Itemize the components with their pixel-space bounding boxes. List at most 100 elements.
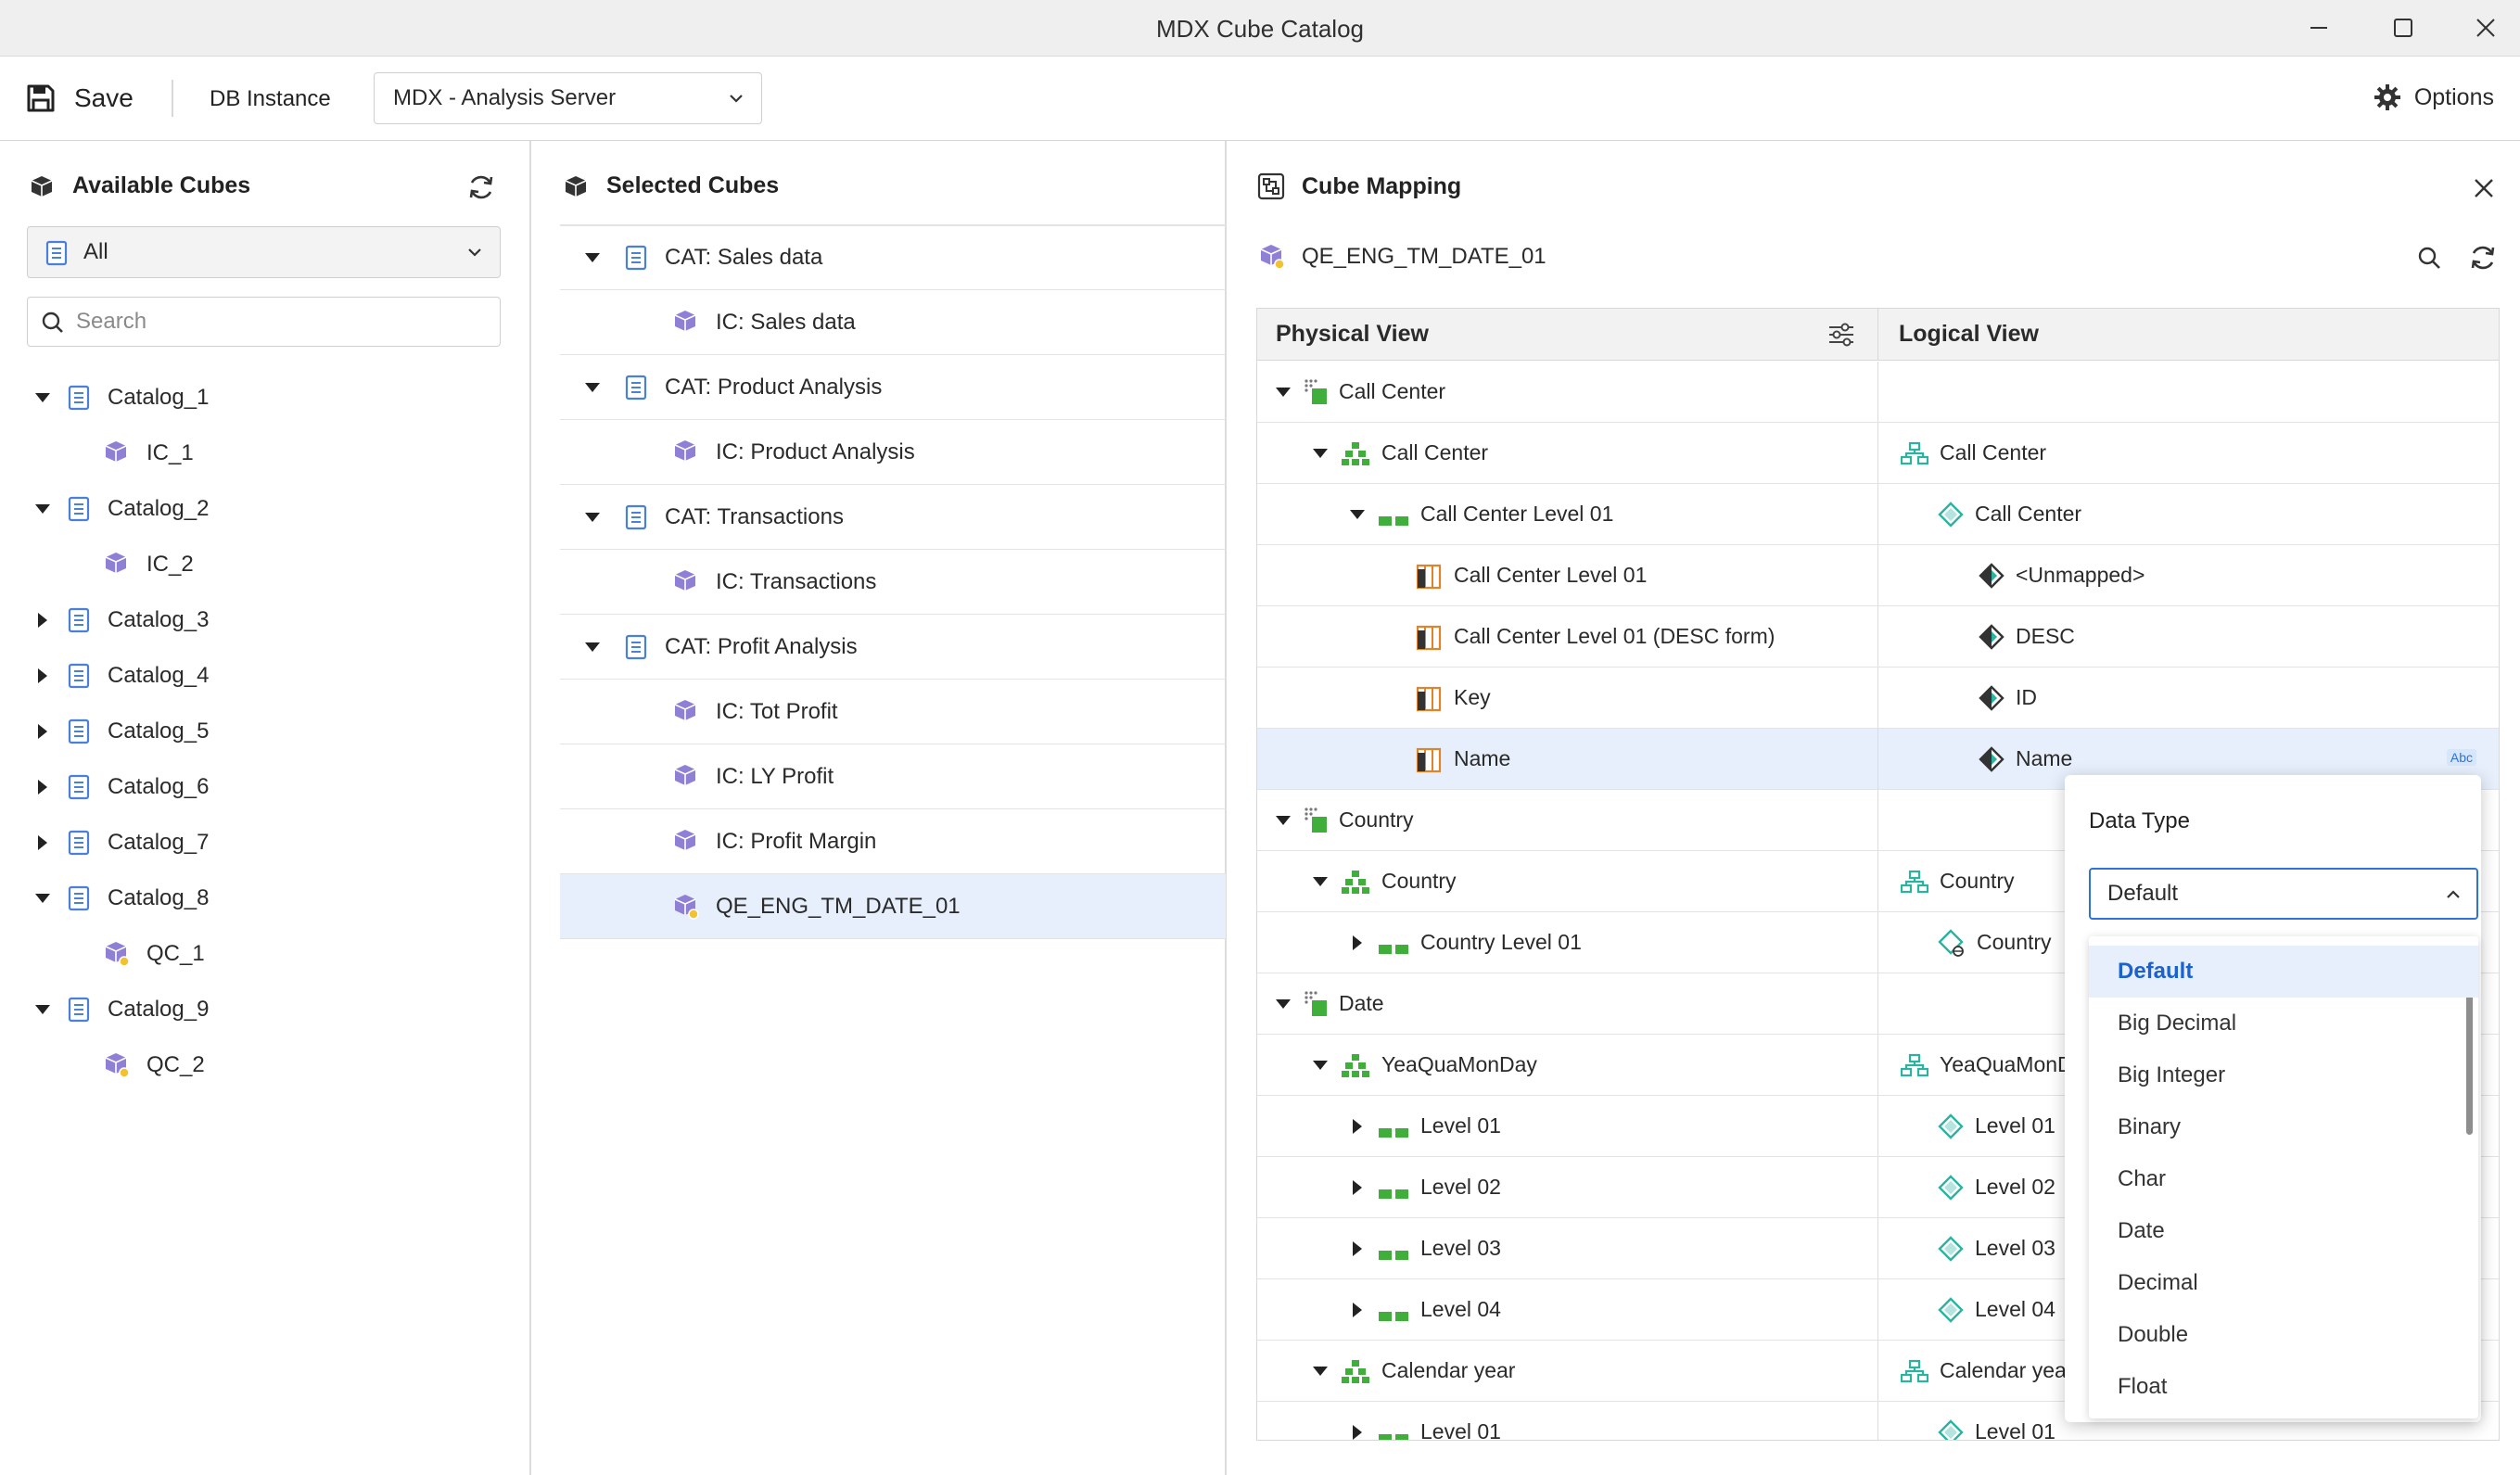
dimension-icon <box>1304 807 1328 834</box>
logical-cell: Call Center <box>1880 423 2499 483</box>
tree-item-catalog[interactable]: Catalog_8 <box>33 880 209 917</box>
selected-cube-row[interactable]: IC: Transactions <box>560 550 1226 615</box>
caret-slot <box>583 383 602 392</box>
mapping-row[interactable]: Call CenterCall Center <box>1257 423 2499 484</box>
data-type-option[interactable]: Double <box>2089 1309 2478 1361</box>
caret-down-icon[interactable] <box>1313 1061 1328 1070</box>
maximize-button[interactable] <box>2384 9 2421 46</box>
db-instance-select[interactable]: MDX - Analysis Server <box>374 72 762 124</box>
data-type-option[interactable]: Decimal <box>2089 1257 2478 1309</box>
caret-down-icon[interactable] <box>35 504 50 514</box>
caret-right-icon[interactable] <box>38 724 47 739</box>
data-type-badge[interactable]: Abc <box>2447 749 2476 766</box>
caret-down-icon[interactable] <box>585 383 600 392</box>
caret-down-icon[interactable] <box>1276 816 1291 825</box>
mapping-row[interactable]: Call Center <box>1257 362 2499 423</box>
selected-catalog-row[interactable]: CAT: Product Analysis <box>560 355 1226 420</box>
tree-item-catalog[interactable]: Catalog_6 <box>33 769 209 806</box>
selected-catalog-row[interactable]: CAT: Profit Analysis <box>560 615 1226 680</box>
tree-item-cube[interactable]: QC_2 <box>104 1047 205 1084</box>
tree-item-catalog[interactable]: Catalog_2 <box>33 490 209 528</box>
minimize-button[interactable] <box>2300 9 2337 46</box>
tree-item-catalog[interactable]: Catalog_9 <box>33 991 209 1028</box>
mapping-refresh-button[interactable] <box>2468 243 2498 279</box>
caret-down-icon[interactable] <box>585 253 600 262</box>
selected-cube-row[interactable]: QE_ENG_TM_DATE_01 <box>560 874 1226 939</box>
data-type-option[interactable]: Default <box>2089 946 2478 998</box>
caret-right-icon[interactable] <box>1353 935 1362 950</box>
caret-down-icon[interactable] <box>585 642 600 652</box>
caret-right-icon[interactable] <box>1353 1180 1362 1195</box>
tree-item-label: Catalog_1 <box>108 385 209 411</box>
caret-right-icon[interactable] <box>1353 1425 1362 1440</box>
data-type-option-label: Decimal <box>2118 1270 2198 1296</box>
close-window-button[interactable] <box>2467 9 2504 46</box>
caret-down-icon[interactable] <box>585 513 600 522</box>
mapping-row[interactable]: KeyID <box>1257 668 2499 729</box>
caret-right-icon[interactable] <box>38 780 47 795</box>
selected-cube-row[interactable]: IC: LY Profit <box>560 744 1226 809</box>
physical-cell: Level 04 <box>1257 1279 1878 1340</box>
data-type-option[interactable]: Char <box>2089 1153 2478 1205</box>
logical-label: DESC <box>2016 624 2075 649</box>
caret-right-icon[interactable] <box>1353 1119 1362 1134</box>
filter-settings-icon[interactable] <box>1826 320 1856 350</box>
mapping-row[interactable]: Call Center Level 01Call Center <box>1257 484 2499 545</box>
tree-item-catalog[interactable]: Catalog_1 <box>33 379 209 416</box>
hierarchy-icon <box>1341 869 1370 895</box>
data-type-option[interactable]: Float <box>2089 1361 2478 1413</box>
logical-level-icon <box>1938 1113 1964 1139</box>
selected-cube-row[interactable]: IC: Profit Margin <box>560 809 1226 874</box>
caret-down-icon[interactable] <box>1313 449 1328 458</box>
caret-down-icon[interactable] <box>35 1005 50 1014</box>
physical-cell: Level 02 <box>1257 1157 1878 1217</box>
selected-catalog-row[interactable]: CAT: Transactions <box>560 485 1226 550</box>
physical-label: Name <box>1454 746 1510 771</box>
mapping-row[interactable]: Call Center Level 01<Unmapped> <box>1257 545 2499 606</box>
panel-divider <box>529 141 531 1475</box>
tree-item-catalog[interactable]: Catalog_7 <box>33 824 209 861</box>
logical-label: Level 02 <box>1975 1175 2055 1200</box>
mapping-row[interactable]: Call Center Level 01 (DESC form)DESC <box>1257 606 2499 668</box>
tree-item-catalog[interactable]: Catalog_4 <box>33 657 209 694</box>
level-icon <box>1378 1181 1409 1194</box>
catalog-filter-select[interactable]: All <box>27 226 501 278</box>
data-type-option[interactable]: Big Integer <box>2089 1049 2478 1101</box>
selected-cube-row[interactable]: IC: Sales data <box>560 290 1226 355</box>
caret-down-icon[interactable] <box>1313 1367 1328 1376</box>
caret-down-icon[interactable] <box>35 894 50 903</box>
data-type-option[interactable]: Binary <box>2089 1101 2478 1153</box>
caret-down-icon[interactable] <box>1350 510 1365 519</box>
data-type-option[interactable]: Date <box>2089 1205 2478 1257</box>
caret-right-icon[interactable] <box>38 613 47 628</box>
selected-cube-row[interactable]: IC: Product Analysis <box>560 420 1226 485</box>
tree-item-cube[interactable]: QC_1 <box>104 935 205 973</box>
tree-item-catalog[interactable]: Catalog_3 <box>33 602 209 639</box>
caret-down-icon[interactable] <box>1276 388 1291 397</box>
tree-item-cube[interactable]: IC_2 <box>104 546 194 583</box>
save-button[interactable]: Save <box>26 80 134 117</box>
caret-slot <box>1274 999 1292 1009</box>
selected-cube-row[interactable]: IC: Tot Profit <box>560 680 1226 744</box>
search-input[interactable]: Search <box>27 297 501 347</box>
tree-item-label: IC_2 <box>146 552 194 578</box>
close-mapping-button[interactable] <box>2470 174 2498 209</box>
tree-item-catalog[interactable]: Catalog_5 <box>33 713 209 750</box>
refresh-available-button[interactable] <box>466 172 496 209</box>
caret-down-icon[interactable] <box>35 393 50 402</box>
caret-slot <box>1274 388 1292 397</box>
caret-down-icon[interactable] <box>1313 877 1328 886</box>
logical-hierarchy-icon <box>1901 1053 1928 1077</box>
data-type-select[interactable]: Default <box>2089 868 2478 920</box>
mapping-search-button[interactable] <box>2416 245 2442 277</box>
options-button[interactable]: Options <box>2374 83 2494 111</box>
data-type-option[interactable]: Big Decimal <box>2089 998 2478 1049</box>
caret-right-icon[interactable] <box>38 835 47 850</box>
mapping-cube-name: QE_ENG_TM_DATE_01 <box>1302 244 1546 270</box>
caret-right-icon[interactable] <box>1353 1303 1362 1317</box>
caret-down-icon[interactable] <box>1276 999 1291 1009</box>
caret-right-icon[interactable] <box>1353 1241 1362 1256</box>
caret-right-icon[interactable] <box>38 668 47 683</box>
tree-item-cube[interactable]: IC_1 <box>104 435 194 472</box>
selected-catalog-row[interactable]: CAT: Sales data <box>560 225 1226 290</box>
